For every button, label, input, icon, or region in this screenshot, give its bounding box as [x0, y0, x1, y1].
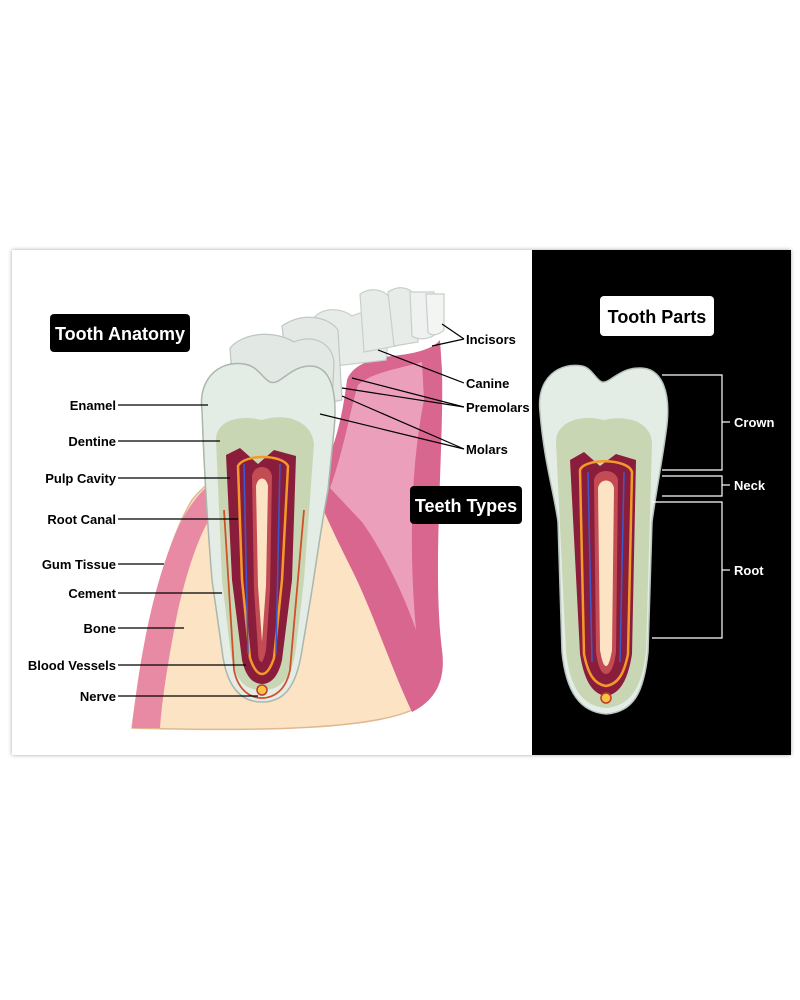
teeth-types-title-box: [410, 486, 522, 524]
label-cement: Cement: [68, 586, 116, 601]
label-pulp-cavity: Pulp Cavity: [45, 471, 117, 486]
label-nerve: Nerve: [80, 689, 116, 704]
tooth-diagram: Tooth Anatomy Teeth Types Enamel Dentine…: [28, 287, 775, 731]
types-leader-lines: [319, 323, 465, 450]
label-gum-tissue: Gum Tissue: [42, 557, 116, 572]
label-dentine: Dentine: [68, 434, 116, 449]
tooth-parts-title: Tooth Parts: [608, 307, 707, 327]
label-enamel: Enamel: [70, 398, 116, 413]
label-bone: Bone: [84, 621, 117, 636]
label-premolars: Premolars: [466, 400, 530, 415]
incisor-back-5: [425, 293, 445, 336]
molar-inner-bone: [256, 478, 268, 642]
nerve-dot: [256, 684, 268, 696]
label-incisors: Incisors: [466, 332, 516, 347]
label-neck: Neck: [734, 478, 766, 493]
label-root-canal: Root Canal: [47, 512, 116, 527]
blood-vessels-line: [243, 463, 281, 655]
label-blood-vessels: Blood Vessels: [28, 658, 116, 673]
tooth-parts-brackets: [652, 374, 730, 639]
cement-layer: [223, 509, 305, 699]
label-root: Root: [734, 563, 764, 578]
teeth-types-title: Teeth Types: [415, 496, 517, 516]
tooth-poster: Tooth Anatomy Teeth Types Enamel Dentine…: [12, 250, 791, 755]
tooth-parts-illustration: [538, 364, 669, 716]
molar-root-canal: [236, 455, 290, 676]
gum-highlight: [330, 362, 424, 630]
tooth-anatomy-title: Tooth Anatomy: [55, 324, 185, 344]
label-crown: Crown: [734, 415, 775, 430]
tooth-parts-title-box: [600, 296, 714, 336]
tooth-anatomy-title-box: [50, 314, 190, 352]
label-molars: Molars: [466, 442, 508, 457]
label-canine: Canine: [466, 376, 509, 391]
anatomy-leader-lines: [118, 404, 258, 697]
